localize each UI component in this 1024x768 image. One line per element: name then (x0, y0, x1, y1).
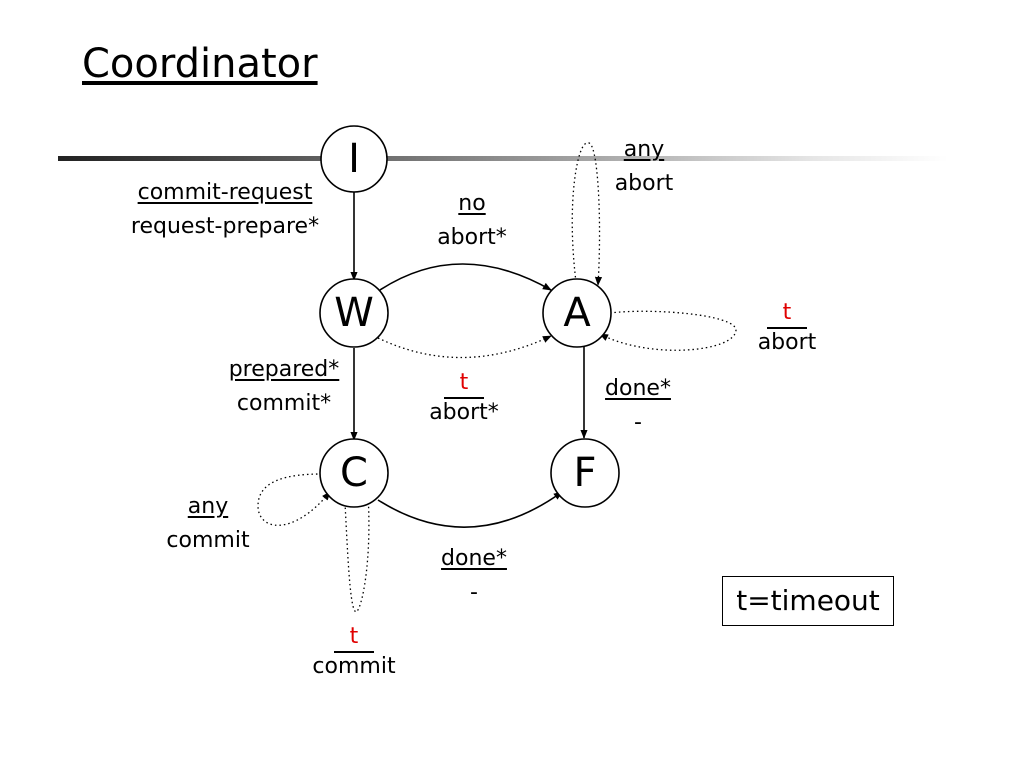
state-node-c: C (319, 438, 389, 508)
label-w-to-a: no abort* (420, 187, 524, 255)
title-rule (58, 156, 948, 161)
action-abort: abort* (437, 225, 507, 250)
edge-w-to-a (379, 263, 552, 291)
edge-c-self-timeout (344, 494, 373, 613)
event-done: done* (605, 376, 671, 401)
label-i-to-w: commit-request request-prepare* (110, 176, 340, 244)
state-node-i: I (320, 125, 388, 193)
event-any: any (623, 137, 665, 162)
state-node-a: A (542, 278, 612, 348)
event-no: no (458, 191, 486, 216)
state-node-f: F (550, 438, 620, 508)
edge-w-to-a-timeout (377, 335, 552, 359)
action-abort: abort* (429, 400, 499, 425)
event-any: any (187, 494, 229, 519)
timeout-legend: t=timeout (722, 576, 894, 626)
edge-a-self-any (571, 142, 603, 286)
label-a-self-any: any abort (600, 133, 688, 201)
action-request-prepare: request-prepare* (130, 214, 320, 239)
slide-title: Coordinator (82, 41, 318, 87)
label-c-self-timeout: t commit (300, 620, 408, 684)
label-c-to-f: done* - (426, 542, 522, 610)
action-abort: abort (614, 171, 674, 196)
action-commit: commit (166, 528, 250, 553)
label-w-to-a-timeout: t abort* (418, 366, 510, 430)
edge-c-self-any (257, 473, 331, 526)
edge-c-to-f (377, 491, 563, 528)
event-timeout: t (444, 371, 484, 399)
action-none: - (634, 410, 642, 435)
event-timeout: t (767, 301, 807, 329)
event-prepared: prepared* (228, 357, 340, 382)
action-commit: commit* (236, 391, 332, 416)
state-node-w: W (319, 278, 389, 348)
action-none: - (470, 580, 478, 605)
event-timeout: t (334, 625, 374, 653)
state-label-w: W (334, 290, 374, 336)
action-abort: abort (757, 330, 817, 355)
state-label-a: A (563, 290, 591, 336)
label-a-self-timeout: t abort (741, 296, 833, 360)
event-done: done* (441, 546, 507, 571)
label-a-to-f: done* - (592, 372, 684, 440)
state-label-c: C (340, 450, 368, 496)
edge-a-self-timeout (599, 310, 737, 351)
state-label-i: I (348, 136, 360, 182)
event-commit-request: commit-request (137, 180, 313, 205)
state-label-f: F (573, 450, 596, 496)
label-w-to-c: prepared* commit* (214, 353, 354, 421)
action-commit: commit (312, 654, 396, 679)
label-c-self-any: any commit (156, 490, 260, 558)
